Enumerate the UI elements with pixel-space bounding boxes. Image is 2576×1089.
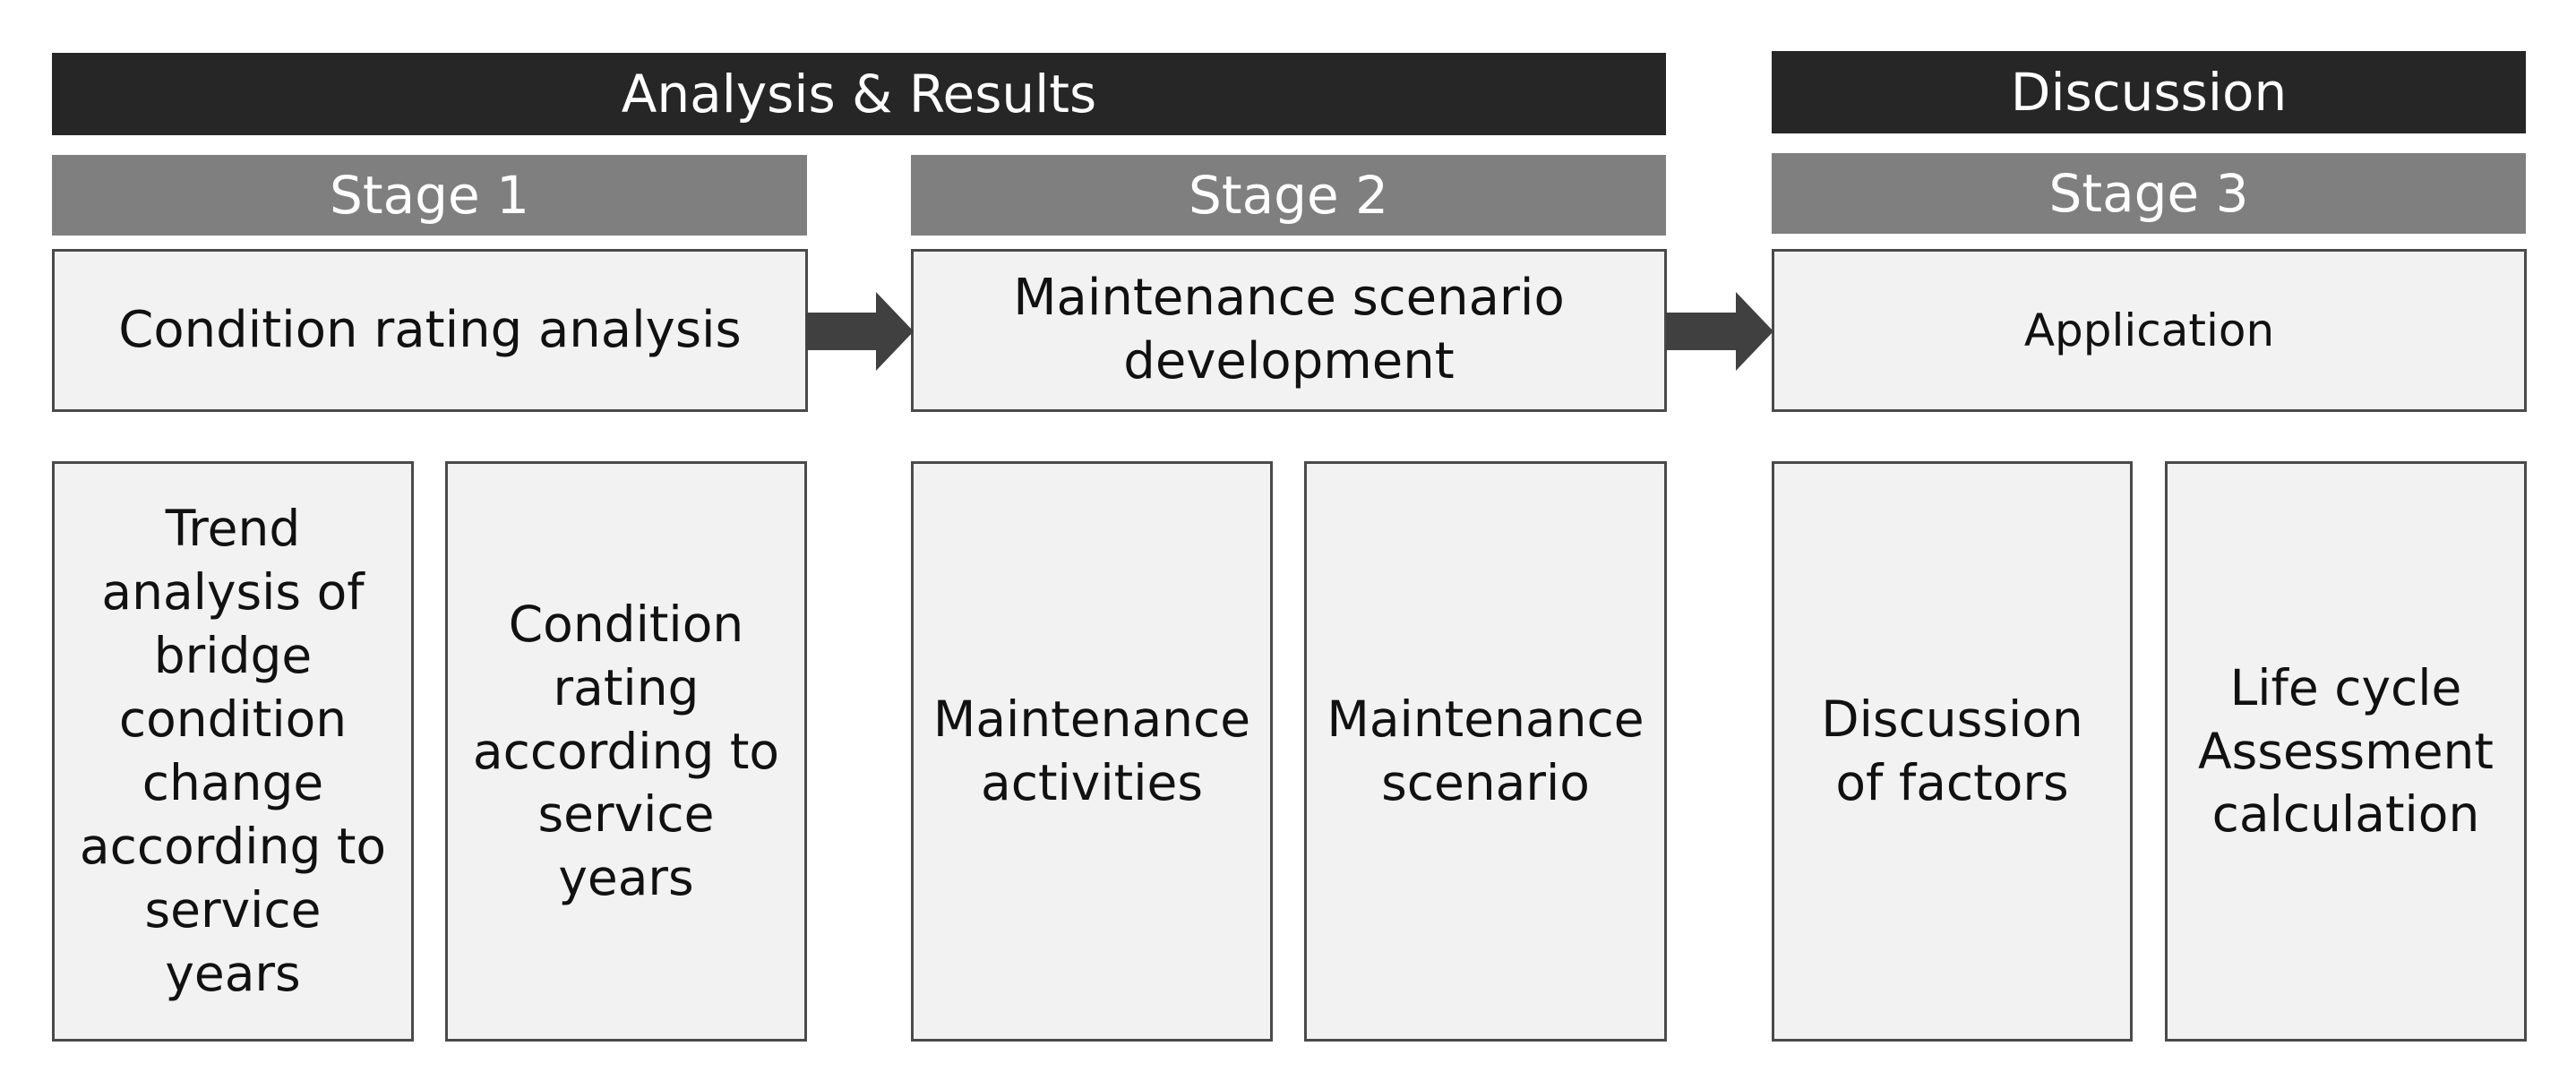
trend-analysis-box: Trend analysis of bridge condition chang… [52, 461, 414, 1042]
stage-1-label: Stage 1 [330, 165, 529, 226]
discussion-label: Discussion [2010, 62, 2288, 123]
maintenance-activities-box: Maintenance activities [911, 461, 1273, 1042]
maintenance-scenario-development-box: Maintenance scenario development [911, 249, 1667, 412]
discussion-of-factors-box: Discussion of factors [1772, 461, 2133, 1042]
maintenance-activities-text: Maintenance activities [932, 690, 1251, 811]
application-text: Application [2023, 304, 2275, 356]
application-box: Application [1772, 249, 2527, 412]
condition-rating-service-years-text: Condition rating according to service ye… [472, 595, 780, 907]
discussion-header: Discussion [1772, 51, 2526, 133]
stage-2-label: Stage 2 [1189, 165, 1388, 226]
maintenance-scenario-development-text: Maintenance scenario development [1013, 269, 1565, 390]
trend-analysis-text: Trend analysis of bridge condition chang… [79, 500, 387, 1002]
condition-rating-service-years-box: Condition rating according to service ye… [445, 461, 807, 1042]
condition-rating-analysis-box: Condition rating analysis [52, 249, 808, 412]
analysis-results-label: Analysis & Results [621, 64, 1097, 124]
arrow-stage1-to-stage2 [806, 292, 914, 371]
life-cycle-assessment-box: Life cycle Assessment calculation [2165, 461, 2527, 1042]
analysis-results-header: Analysis & Results [52, 53, 1666, 135]
right-arrow-icon [806, 292, 914, 371]
right-arrow-icon [1666, 292, 1773, 371]
stage-3-header: Stage 3 [1772, 153, 2526, 234]
life-cycle-assessment-text: Life cycle Assessment calculation [2198, 658, 2494, 844]
maintenance-scenario-text: Maintenance scenario [1327, 690, 1644, 811]
arrow-stage2-to-stage3 [1666, 292, 1773, 371]
stage-3-label: Stage 3 [2048, 163, 2249, 224]
stage-1-header: Stage 1 [52, 155, 807, 236]
condition-rating-analysis-text: Condition rating analysis [118, 300, 742, 359]
stage-2-header: Stage 2 [911, 155, 1666, 236]
maintenance-scenario-box: Maintenance scenario [1304, 461, 1667, 1042]
discussion-of-factors-text: Discussion of factors [1821, 690, 2083, 811]
